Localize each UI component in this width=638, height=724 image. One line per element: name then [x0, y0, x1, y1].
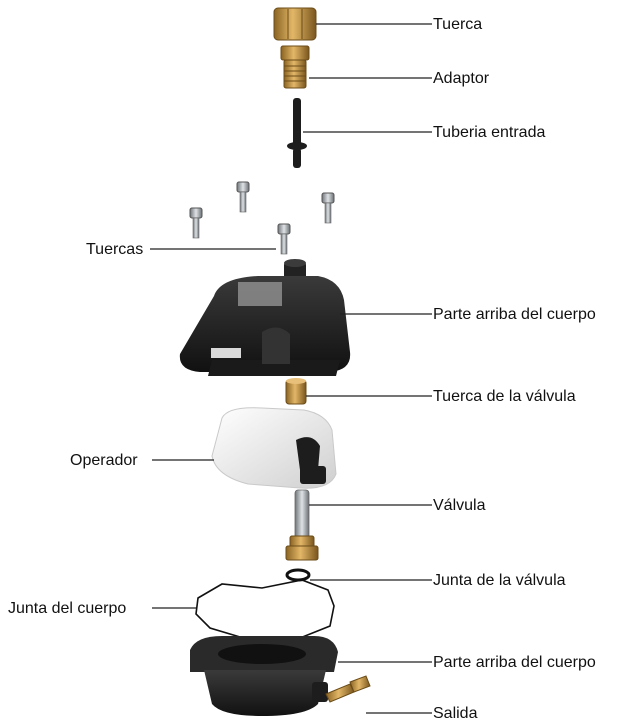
label-junta-cuerpo: Junta del cuerpo	[8, 600, 127, 617]
screw-4	[277, 223, 291, 255]
salida-part	[325, 675, 371, 703]
valve-nut-part	[285, 378, 307, 405]
screw-2	[321, 192, 335, 224]
operador-part	[211, 407, 337, 489]
body-base-part	[190, 636, 338, 716]
label-adaptor: Adaptor	[433, 70, 490, 87]
adaptor-part	[280, 45, 310, 89]
body-gasket-part	[195, 579, 335, 641]
tuerca-part	[273, 7, 317, 41]
label-parte-arriba-cuerpo-1: Parte arriba del cuerpo	[433, 306, 596, 323]
label-operador: Operador	[70, 452, 138, 469]
label-tuerca-valvula: Tuerca de la válvula	[433, 388, 576, 405]
cover-top-part	[179, 259, 351, 376]
tuercas-screws	[189, 181, 335, 255]
label-junta-valvula: Junta de la válvula	[433, 572, 566, 589]
valvula-part	[285, 489, 319, 561]
label-parte-arriba-cuerpo-2: Parte arriba del cuerpo	[433, 654, 596, 671]
label-valvula: Válvula	[433, 497, 486, 514]
label-salida: Salida	[433, 705, 478, 722]
leader-lines	[150, 23, 432, 714]
label-tuercas: Tuercas	[86, 241, 144, 258]
screw-3	[189, 207, 203, 239]
label-tuberia-entrada: Tuberia entrada	[433, 124, 546, 141]
screw-1	[236, 181, 250, 213]
label-tuerca: Tuerca	[433, 16, 483, 33]
valve-oring-part	[285, 568, 311, 582]
tuberia-entrada-part	[287, 98, 307, 168]
